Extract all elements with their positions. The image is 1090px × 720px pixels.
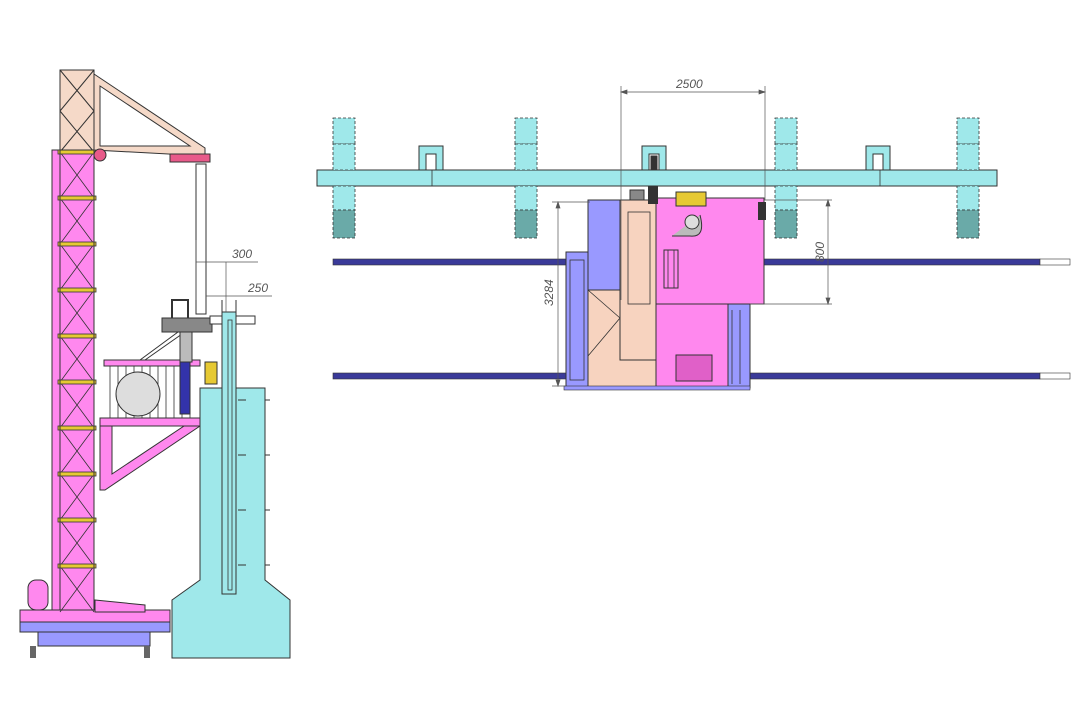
mast-joint [57, 425, 97, 431]
side-elevation: 300 250 [19, 69, 291, 659]
pier-segment [332, 185, 356, 211]
mast-joint [57, 517, 97, 523]
plan-beam [316, 169, 998, 187]
mast-joint [57, 287, 97, 293]
dim-side-300: 300 [232, 247, 252, 261]
side-dimensions [195, 240, 272, 312]
dim-plan-800: 800 [813, 242, 827, 262]
pier-segment [514, 185, 538, 211]
pier-segment [514, 143, 538, 171]
pier-segment [956, 117, 980, 145]
column-structure [171, 300, 291, 659]
plan-piers [332, 117, 980, 239]
dim-plan-3284: 3284 [542, 279, 556, 306]
pier-segment [774, 185, 798, 211]
pier-segment [956, 143, 980, 171]
mast-joint [57, 471, 97, 477]
pier-segment [774, 117, 798, 145]
dim-plan-2500: 2500 [675, 77, 703, 91]
base-skid [19, 579, 171, 658]
plan-dimensions [552, 86, 832, 388]
jib [93, 73, 211, 315]
work-platform [99, 331, 202, 491]
mast-joint [57, 379, 97, 385]
pier-segment [332, 143, 356, 171]
mast-joint [57, 195, 97, 201]
pier-segment [774, 143, 798, 171]
pier-segment [514, 209, 538, 239]
dim-side-250: 250 [247, 281, 268, 295]
pier-segment [774, 209, 798, 239]
mast-joint [57, 241, 97, 247]
plan-brackets [418, 145, 891, 171]
plan-machine [563, 186, 766, 391]
mast-joint [57, 149, 97, 155]
mast-joint [57, 563, 97, 569]
mast-joint [57, 333, 97, 339]
pier-segment [956, 209, 980, 239]
pier-segment [956, 185, 980, 211]
pier-segment [514, 117, 538, 145]
pier-segment [332, 209, 356, 239]
pier-segment [332, 117, 356, 145]
mast [51, 69, 97, 613]
plan-view: 2500 3284 800 [316, 77, 1071, 391]
